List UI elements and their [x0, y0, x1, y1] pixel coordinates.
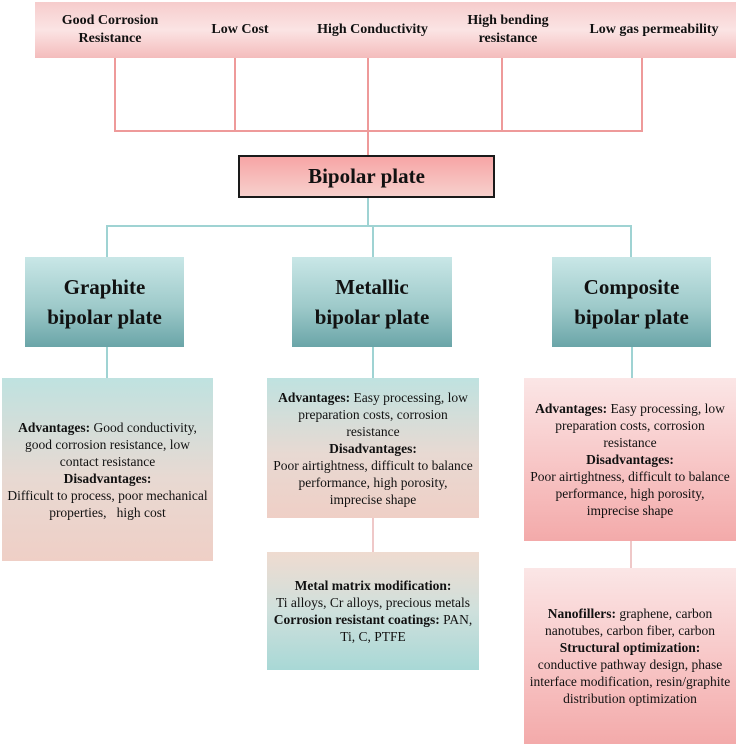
modification-heading: Metal matrix modification:	[271, 577, 475, 594]
property-label: High bending	[467, 13, 549, 28]
advantages-value: Easy processing, low preparation costs, …	[298, 389, 468, 439]
connector-line	[106, 225, 108, 257]
advantages-label: Advantages:	[278, 389, 351, 405]
disadvantages-heading: Disadvantages:	[6, 470, 209, 487]
connector-line	[114, 58, 116, 132]
connector-line	[372, 347, 374, 378]
property-label: Good Corrosion	[61, 13, 159, 28]
modification-value: Ti alloys, Cr alloys, precious metals	[275, 595, 471, 610]
metallic-modification-box: Metal matrix modification: Ti alloys, Cr…	[267, 552, 479, 670]
connector-line	[630, 541, 632, 568]
connector-line	[114, 130, 643, 132]
type-title: Metallic	[335, 275, 409, 299]
property-label: Low gas permeability	[589, 22, 719, 37]
property-high-conductivity: High Conductivity	[300, 2, 445, 58]
coatings-value: PAN, Ti, C, PTFE	[340, 612, 473, 644]
type-title: bipolar plate	[314, 305, 430, 329]
connector-line	[641, 58, 643, 132]
property-label: High Conductivity	[317, 22, 428, 37]
composite-details: Advantages: Easy processing, low prepara…	[524, 378, 736, 541]
disadvantages-value: Difficult to process, poor mechanical pr…	[7, 487, 212, 520]
disadvantages-label: Disadvantages:	[586, 452, 674, 467]
advantages-value: Good conductivity, good corrosion resist…	[25, 419, 197, 469]
property-low-cost: Low Cost	[195, 2, 285, 58]
type-title: Graphite	[63, 275, 146, 299]
composite-optimization-box: Nanofillers: graphene, carbon nanotubes,…	[524, 568, 736, 744]
type-title: Composite	[583, 275, 680, 299]
property-label: resistance	[478, 31, 538, 46]
connector-line	[367, 198, 369, 226]
advantages-text: Advantages: Easy processing, low prepara…	[271, 389, 475, 440]
type-title: bipolar plate	[47, 305, 162, 329]
metallic-details: Advantages: Easy processing, low prepara…	[267, 378, 479, 518]
connector-line	[372, 226, 374, 257]
connector-line	[106, 225, 632, 227]
graphite-header: Graphite bipolar plate	[25, 257, 184, 347]
advantages-label: Advantages:	[18, 419, 91, 435]
connector-line	[372, 518, 374, 552]
graphite-details: Advantages: Good conductivity, good corr…	[2, 378, 213, 561]
connector-line	[367, 58, 369, 155]
metallic-header: Metallic bipolar plate	[292, 257, 452, 347]
nanofillers-text: Nanofillers: graphene, carbon nanotubes,…	[528, 605, 732, 639]
disadvantages-value: Poor airtightness, difficult to balance …	[530, 469, 730, 518]
advantages-label: Advantages:	[535, 401, 608, 416]
property-high-bending-resistance: High bending resistance	[453, 2, 563, 58]
property-label: Resistance	[78, 31, 142, 46]
nanofillers-label: Nanofillers:	[547, 606, 616, 621]
connector-line	[630, 225, 632, 257]
disadvantages-value: Poor airtightness, difficult to balance …	[273, 457, 473, 507]
property-low-gas-permeability: Low gas permeability	[572, 2, 736, 58]
property-label: Low Cost	[211, 22, 269, 37]
advantages-text: Advantages: Easy processing, low prepara…	[528, 400, 732, 451]
structural-value: conductive pathway design, phase interfa…	[529, 657, 731, 706]
connector-line	[631, 347, 633, 378]
disadvantages-label: Disadvantages:	[63, 470, 152, 486]
nanofillers-value: graphene, carbon nanotubes, carbon fiber…	[544, 606, 715, 638]
disadvantages-label: Disadvantages:	[329, 440, 417, 456]
structural-label: Structural optimization:	[559, 640, 701, 655]
connector-line	[234, 58, 236, 132]
bipolar-plate-label: Bipolar plate	[308, 164, 425, 188]
connector-line	[501, 58, 503, 132]
modification-label: Metal matrix modification:	[294, 578, 452, 593]
advantages-value: Easy processing, low preparation costs, …	[555, 401, 725, 450]
structural-heading: Structural optimization:	[528, 639, 732, 656]
disadvantages-heading: Disadvantages:	[271, 440, 475, 457]
disadvantages-heading: Disadvantages:	[528, 451, 732, 468]
type-title: bipolar plate	[574, 305, 689, 329]
advantages-text: Advantages: Good conductivity, good corr…	[6, 419, 209, 470]
coatings-text: Corrosion resistant coatings: PAN, Ti, C…	[271, 611, 475, 645]
coatings-label: Corrosion resistant coatings:	[273, 612, 440, 627]
composite-header: Composite bipolar plate	[552, 257, 711, 347]
bipolar-plate-box: Bipolar plate	[238, 155, 495, 198]
connector-line	[106, 347, 108, 378]
